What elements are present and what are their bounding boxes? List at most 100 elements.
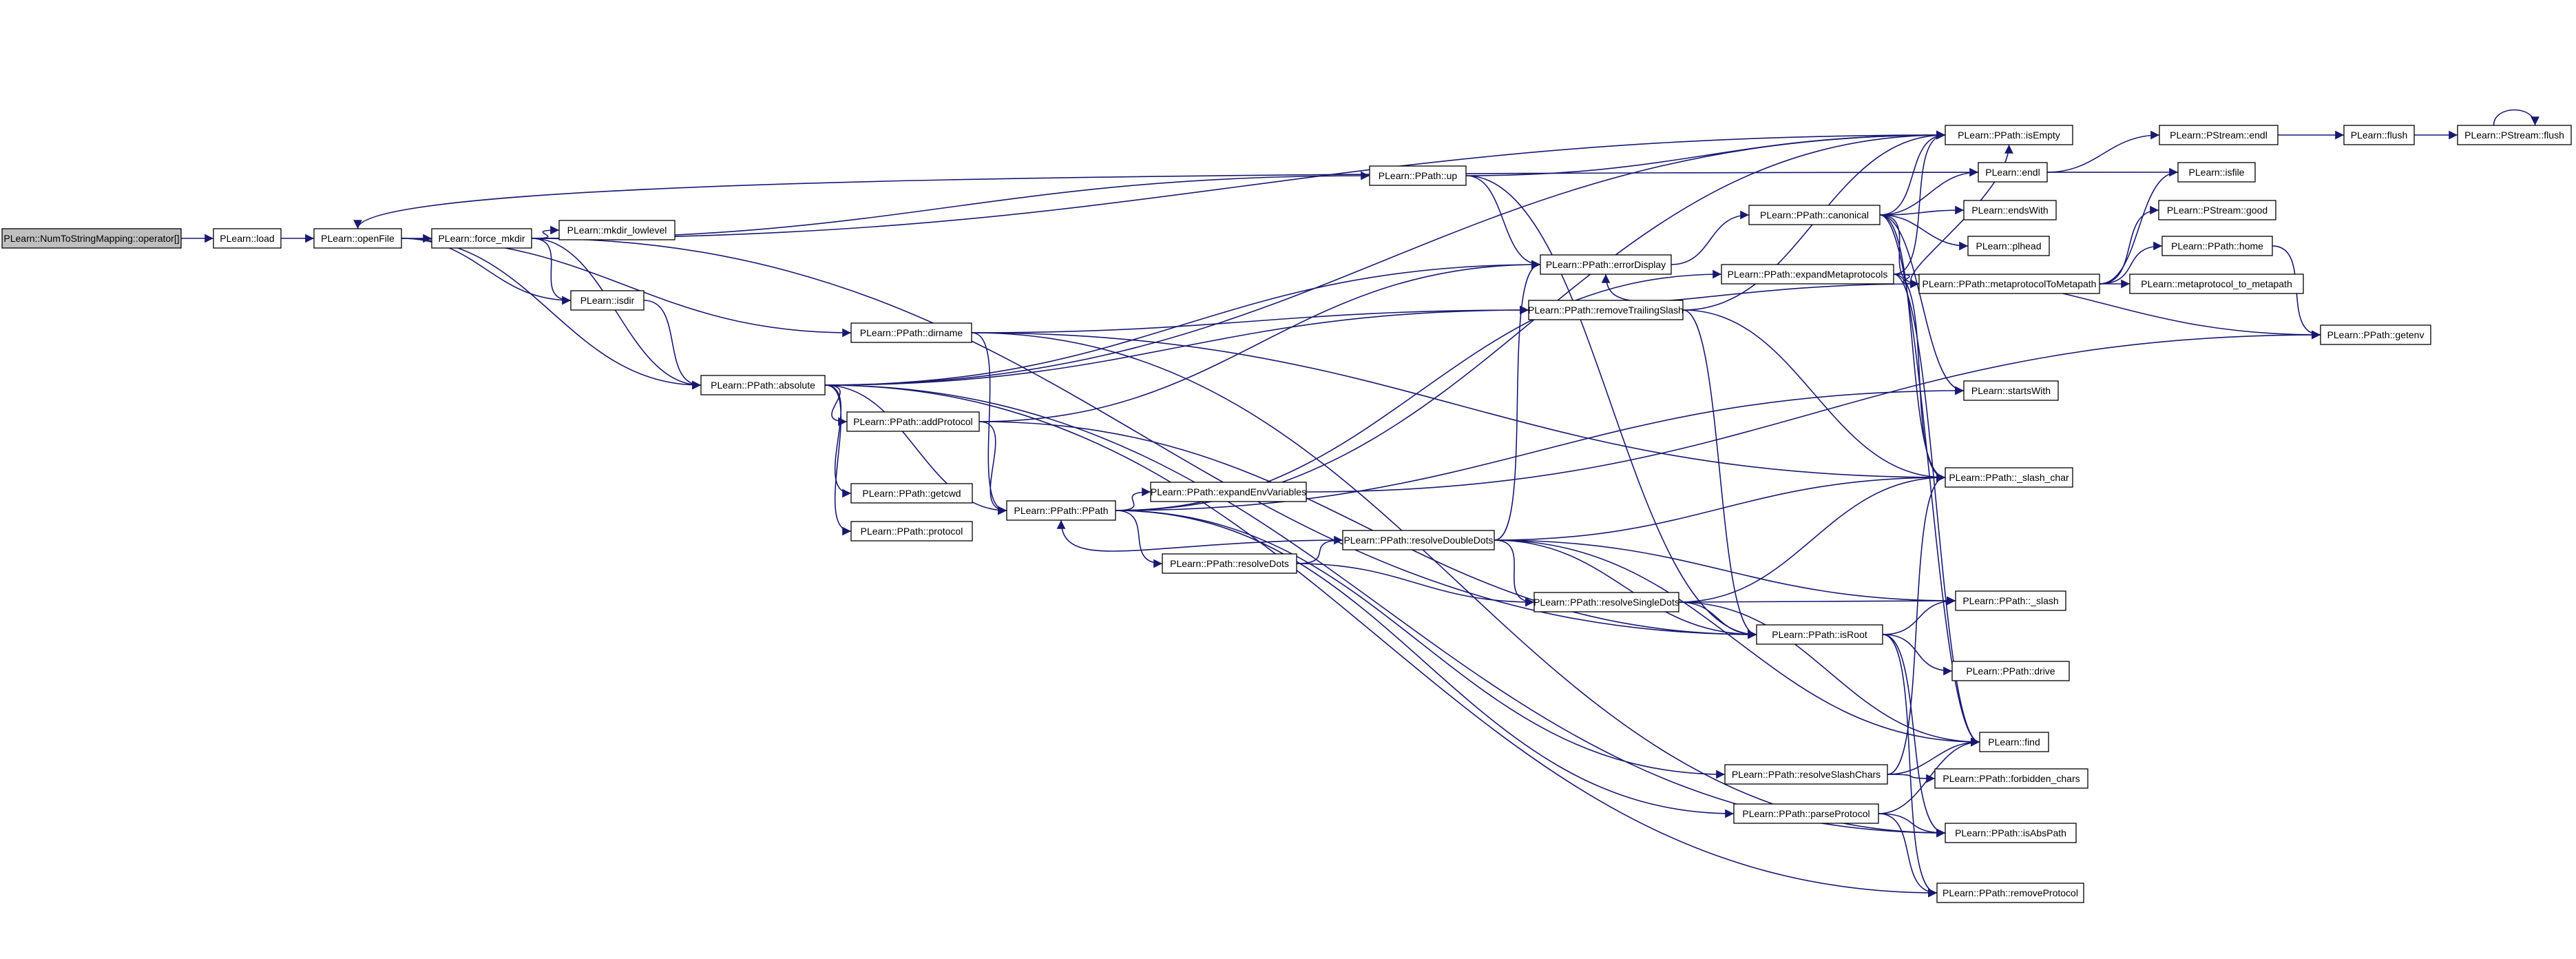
edge (1878, 813, 1938, 898)
node-root[interactable]: PLearn::NumToStringMapping::operator[] (1, 228, 182, 249)
node-label: PLearn::PPath::_slash_char (1949, 472, 2069, 483)
node-label: PLearn::openFile (321, 233, 395, 244)
node-dirname[interactable]: PLearn::PPath::dirname (850, 322, 972, 343)
node-box (2158, 200, 2276, 220)
edge-isfile-to-openFile (353, 172, 2179, 229)
edge-resolveDoubleDots-to-resolveSingleDots (1494, 539, 1535, 607)
node-label: PLearn::PPath::canonical (1760, 209, 1869, 220)
edge-dirname-to-isAbsPath (971, 332, 1946, 838)
node-getenv[interactable]: PLearn::PPath::getenv (2320, 324, 2431, 345)
edge-resolveSlashChars-to-slash_char (1887, 473, 1946, 775)
edge (971, 305, 1529, 333)
edge (2099, 205, 2159, 285)
edge (1115, 510, 1163, 568)
node-isRoot[interactable]: PLearn::PPath::isRoot (1756, 624, 1883, 645)
edge-force_mkdir-to-up (531, 171, 1370, 239)
node-label: PLearn::PPath::removeProtocol (1943, 887, 2078, 898)
edge (824, 384, 1007, 515)
node-up[interactable]: PLearn::PPath::up (1369, 165, 1467, 186)
node-ps_endl[interactable]: PLearn::PStream::endl (2159, 125, 2279, 145)
node-drive[interactable]: PLearn::PPath::drive (1951, 661, 2070, 681)
edge (2099, 241, 2163, 285)
node-slash_char[interactable]: PLearn::PPath::_slash_char (1945, 467, 2073, 488)
node-resolveDoubleDots[interactable]: PLearn::PPath::resolveDoubleDots (1342, 530, 1495, 550)
node-box (1936, 883, 2084, 903)
edge (1879, 130, 1946, 216)
node-load[interactable]: PLearn::load (213, 228, 282, 249)
edge-resolveDoubleDots-to-ppath (1056, 519, 1343, 552)
node-forbidden[interactable]: PLearn::PPath::forbidden_chars (1934, 768, 2088, 789)
node-removeTrailingSlash[interactable]: PLearn::PPath::removeTrailingSlash (1528, 300, 1684, 320)
node-protocol[interactable]: PLearn::PPath::protocol (850, 521, 973, 542)
node-canonical[interactable]: PLearn::PPath::canonical (1748, 205, 1881, 225)
edge-force_mkdir-to-mkdir_lowlevel (531, 225, 560, 239)
node-mkdir_lowlevel[interactable]: PLearn::mkdir_lowlevel (558, 220, 676, 240)
node-isEmpty[interactable]: PLearn::PPath::isEmpty (1945, 125, 2073, 145)
node-isdir[interactable]: PLearn::isdir (570, 290, 645, 311)
edge (1296, 535, 1343, 564)
node-addProtocol[interactable]: PLearn::PPath::addProtocol (846, 411, 980, 432)
node-label: PLearn::PPath::getenv (2327, 329, 2425, 340)
node-label: PLearn::PPath::isRoot (1772, 629, 1867, 640)
node-label: PLearn::PPath::errorDisplay (1546, 259, 1666, 270)
node-ps_good[interactable]: PLearn::PStream::good (2158, 200, 2276, 220)
edge (1887, 473, 1946, 775)
node-errorDisplay[interactable]: PLearn::PPath::errorDisplay (1540, 254, 1672, 275)
node-box (1528, 300, 1684, 320)
node-label: PLearn::PPath::addProtocol (853, 416, 973, 427)
edge (531, 238, 572, 305)
node-getcwd[interactable]: PLearn::PPath::getcwd (850, 483, 973, 504)
node-box (1342, 530, 1495, 550)
node-isAbsPath[interactable]: PLearn::PPath::isAbsPath (1945, 823, 2077, 843)
node-label: PLearn::isfile (2189, 167, 2245, 178)
edge (1465, 130, 1946, 176)
node-resolveDots[interactable]: PLearn::PPath::resolveDots (1162, 553, 1297, 574)
edge (978, 421, 1757, 639)
node-ps_flush[interactable]: PLearn::PStream::flush (2457, 125, 2572, 145)
node-home[interactable]: PLearn::PPath::home (2161, 236, 2273, 256)
edge-ppath-to-expandEnv (1115, 487, 1151, 511)
node-box (850, 322, 972, 343)
node-endsWith[interactable]: PLearn::endsWith (1963, 200, 2057, 220)
node-box (850, 483, 973, 504)
node-parseProtocol[interactable]: PLearn::PPath::parseProtocol (1733, 803, 1879, 824)
edge (1878, 737, 1980, 814)
node-isfile[interactable]: PLearn::isfile (2177, 162, 2256, 183)
node-ppath[interactable]: PLearn::PPath::PPath (1006, 500, 1116, 521)
edge-removeTrailingSlash-to-isRoot (1682, 309, 1757, 639)
edge-resolveDoubleDots-to-errorDisplay (1494, 260, 1541, 541)
node-label: PLearn::PPath::metaprotocolToMetapath (1923, 278, 2097, 289)
edge (1494, 539, 1956, 606)
node-meta_to_meta[interactable]: PLearn::metaprotocol_to_metapath (2129, 274, 2304, 294)
node-label: PLearn::PPath::up (1379, 170, 1458, 181)
node-metaToMeta[interactable]: PLearn::PPath::metaprotocolToMetapath (1918, 274, 2100, 294)
node-label: PLearn::isdir (580, 295, 635, 306)
node-find[interactable]: PLearn::find (1979, 732, 2049, 752)
node-startsWith[interactable]: PLearn::startsWith (1963, 380, 2059, 401)
edge (1678, 601, 1980, 747)
edge-resolveSingleDots-to-find (1678, 601, 1980, 747)
node-removeProtocol[interactable]: PLearn::PPath::removeProtocol (1936, 883, 2084, 903)
node-endl[interactable]: PLearn::endl (1978, 162, 2048, 183)
edge-absolute-to-errorDisplay (824, 260, 1541, 386)
node-box (1979, 732, 2049, 752)
node-absolute[interactable]: PLearn::PPath::absolute (700, 375, 826, 395)
node-label: PLearn::load (220, 233, 274, 244)
edge (1879, 214, 1980, 747)
edge-resolveSingleDots-to-isRoot (1678, 601, 1757, 639)
node-openFile[interactable]: PLearn::openFile (313, 228, 402, 249)
node-resolveSingleDots[interactable]: PLearn::PPath::resolveSingleDots (1533, 592, 1679, 612)
node-resolveSlashChars[interactable]: PLearn::PPath::resolveSlashChars (1724, 764, 1888, 785)
node-box (1724, 764, 1888, 785)
node-force_mkdir[interactable]: PLearn::force_mkdir (431, 228, 532, 249)
node-slash[interactable]: PLearn::PPath::_slash (1955, 590, 2066, 611)
edge (1879, 214, 1965, 395)
node-expandEnv[interactable]: PLearn::PPath::expandEnvVariables (1150, 482, 1307, 502)
node-plhead[interactable]: PLearn::plhead (1967, 236, 2050, 256)
edge-resolveDots-to-resolveDoubleDots (1296, 535, 1343, 564)
node-box (1967, 236, 2050, 256)
edge (824, 384, 852, 536)
node-expandMetaprotocols[interactable]: PLearn::PPath::expandMetaprotocols (1721, 264, 1894, 285)
edge (1678, 601, 1757, 639)
node-flush[interactable]: PLearn::flush (2343, 125, 2415, 145)
